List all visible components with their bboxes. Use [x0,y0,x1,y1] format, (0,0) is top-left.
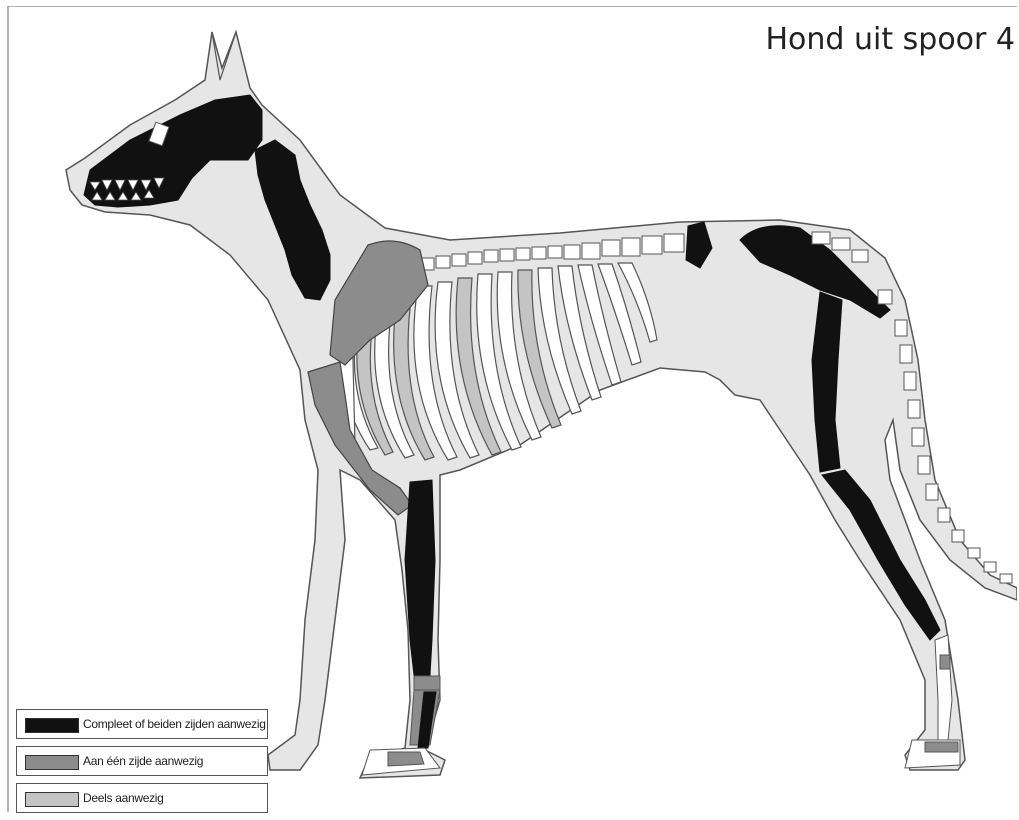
legend-label-complete: Compleet of beiden zijden aanwezig [83,717,266,731]
hind-tarsal [940,655,950,669]
fore-carpals [414,676,440,690]
fore-paw-partial [388,752,424,766]
hind-metatarsus [935,635,952,740]
legend-swatch-one-side [25,755,79,770]
legend-item-complete: Compleet of beiden zijden aanwezig [16,709,268,739]
legend-label-partial: Deels aanwezig [83,791,164,805]
legend: Compleet of beiden zijden aanwezig Aan é… [16,709,268,820]
legend-swatch-partial [25,792,79,807]
hind-paw-partial [925,742,958,752]
figure-frame: Hond uit spoor 4 Compleet of beiden zijd… [6,6,1017,812]
legend-item-partial: Deels aanwezig [16,783,268,813]
figure-title: Hond uit spoor 4 [766,22,1016,57]
dog-skeleton-diagram [6,6,1017,812]
legend-label-one-side: Aan één zijde aanwezig [83,754,203,768]
legend-item-one-side: Aan één zijde aanwezig [16,746,268,776]
legend-swatch-complete [25,718,79,733]
